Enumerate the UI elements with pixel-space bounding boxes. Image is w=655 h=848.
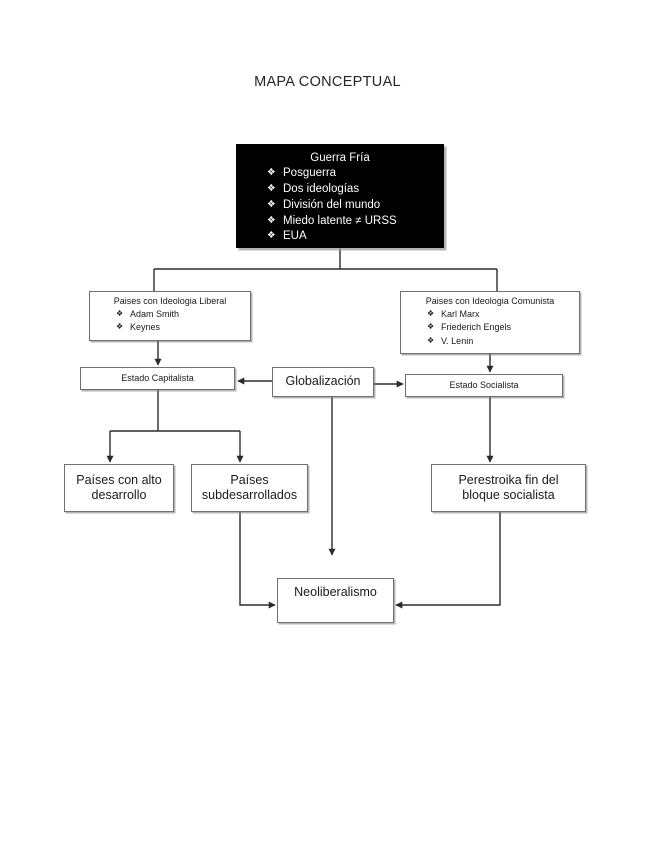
list-item-label: Miedo latente ≠ URSS	[283, 214, 397, 227]
node-ideologia-liberal-list: ❖ Adam Smith ❖ Keynes	[90, 308, 250, 335]
node-perestroika[interactable]: Perestroika fin del bloque socialista	[431, 464, 586, 512]
node-globalizacion-label: Globalización	[285, 374, 361, 389]
node-paises-subdesarrollados-line1: Países	[230, 472, 269, 487]
list-item-label: Karl Marx	[441, 308, 480, 319]
node-estado-socialista[interactable]: Estado Socialista	[405, 374, 563, 397]
diamond-bullet-icon: ❖	[267, 198, 276, 210]
node-neoliberalismo-label: Neoliberalismo	[294, 585, 377, 599]
list-item-label: Friederich Engels	[441, 322, 512, 333]
diamond-bullet-icon: ❖	[427, 308, 435, 318]
node-estado-socialista-label: Estado Socialista	[449, 380, 519, 391]
node-neoliberalismo[interactable]: Neoliberalismo	[277, 578, 394, 623]
node-estado-capitalista[interactable]: Estado Capitalista	[80, 367, 235, 390]
diamond-bullet-icon: ❖	[267, 167, 276, 179]
node-ideologia-comunista[interactable]: Paises con Ideologia Comunista ❖ Karl Mar…	[400, 291, 580, 354]
node-perestroika-line1: Perestroika fin del	[458, 472, 559, 487]
page-title: MAPA CONCEPTUAL	[254, 74, 401, 90]
node-paises-alto-desarrollo-line1: Países con alto	[76, 472, 162, 487]
list-item-label: Keynes	[130, 322, 161, 333]
list-item-label: División del mundo	[283, 198, 381, 211]
list-item-label: Adam Smith	[130, 308, 180, 319]
diamond-bullet-icon: ❖	[116, 308, 124, 318]
diamond-bullet-icon: ❖	[267, 230, 276, 242]
list-item: ❖ Miedo latente ≠ URSS	[267, 214, 443, 230]
node-paises-alto-desarrollo-line2: desarrollo	[91, 488, 147, 502]
node-globalizacion[interactable]: Globalización	[272, 367, 374, 397]
list-item-label: Dos ideologías	[283, 182, 360, 195]
list-item: ❖ Friederich Engels	[427, 321, 579, 335]
list-item-label: Posguerra	[283, 167, 337, 180]
list-item-label: V. Lenin	[441, 335, 474, 346]
node-guerra-fria[interactable]: Guerra Fría ❖ Posguerra ❖ Dos ideologías ❖…	[236, 144, 444, 248]
node-ideologia-liberal-header: Paises con Ideologia Liberal	[113, 296, 227, 306]
node-ideologia-comunista-list: ❖ Karl Marx ❖ Friederich Engels ❖ V. Lenin	[401, 308, 579, 349]
node-guerra-fria-list: ❖ Posguerra ❖ Dos ideologías ❖ División del…	[237, 166, 443, 245]
list-item: ❖ Keynes	[116, 321, 250, 335]
diamond-bullet-icon: ❖	[267, 214, 276, 226]
node-ideologia-liberal[interactable]: Paises con Ideologia Liberal ❖ Adam Smith…	[89, 291, 251, 341]
node-guerra-fria-header: Guerra Fría	[310, 152, 370, 164]
list-item: ❖ V. Lenin	[427, 335, 579, 349]
diamond-bullet-icon: ❖	[116, 322, 124, 332]
node-estado-capitalista-label: Estado Capitalista	[121, 373, 194, 384]
node-perestroika-line2: bloque socialista	[462, 488, 555, 502]
diamond-bullet-icon: ❖	[427, 322, 435, 332]
list-item: ❖ EUA	[267, 229, 443, 245]
list-item: ❖ Karl Marx	[427, 308, 579, 322]
node-paises-alto-desarrollo[interactable]: Países con alto desarrollo	[64, 464, 174, 512]
node-paises-subdesarrollados[interactable]: Países subdesarrollados	[191, 464, 308, 512]
node-ideologia-comunista-header: Paises con Ideologia Comunista	[425, 296, 555, 306]
edge-subdes-neoliberalismo	[239, 512, 276, 609]
diamond-bullet-icon: ❖	[267, 182, 276, 194]
list-item: ❖ División del mundo	[267, 198, 443, 214]
list-item: ❖ Adam Smith	[116, 308, 250, 322]
node-paises-subdesarrollados-line2: subdesarrollados	[201, 488, 298, 502]
list-item: ❖ Posguerra	[267, 166, 443, 182]
diamond-bullet-icon: ❖	[427, 335, 435, 345]
edge-perestroika-neoliberalismo	[395, 512, 501, 609]
list-item-label: EUA	[283, 230, 307, 243]
list-item: ❖ Dos ideologías	[267, 182, 443, 198]
